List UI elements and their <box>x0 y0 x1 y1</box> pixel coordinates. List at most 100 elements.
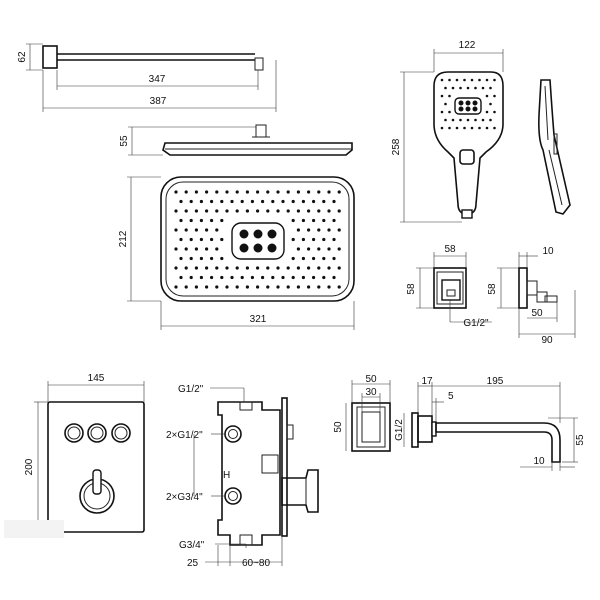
nozzle-dot <box>261 275 265 280</box>
hand-nozzle-dot <box>440 110 444 114</box>
hand-nozzle-dot <box>493 110 496 114</box>
nozzle-dot <box>220 237 224 242</box>
hand-nozzle-dot <box>463 78 466 82</box>
lower-threads-label: 2×G3/4" <box>166 492 203 503</box>
outlet-side-height-label: 58 <box>487 283 498 295</box>
nozzle-dot <box>194 266 198 270</box>
nozzle-dot <box>194 285 198 289</box>
hand-nozzle-dot <box>444 102 447 106</box>
nozzle-dot <box>317 190 321 194</box>
nozzle-dot <box>179 199 183 204</box>
hand-nozzle-dot <box>463 126 466 130</box>
nozzle-dot <box>174 190 178 194</box>
nozzle-dot <box>322 275 326 280</box>
hand-nozzle-dot <box>448 110 451 114</box>
plate-height-label: 200 <box>24 458 35 475</box>
nozzle-dot <box>235 190 239 194</box>
nozzle-dot <box>301 256 305 261</box>
nozzle-dot <box>174 247 178 251</box>
nozzle-dot <box>245 209 249 213</box>
hand-shower-front-view: 122 258 <box>391 40 504 223</box>
nozzle-dot <box>296 266 300 270</box>
hand-nozzle-dot <box>470 126 474 130</box>
shower-arm-view: 62 347 387 <box>17 43 277 112</box>
hand-nozzle-dot <box>440 78 444 82</box>
shower-head-side-view: 55 <box>119 124 353 156</box>
total-length-label: 387 <box>150 96 167 107</box>
nozzle-dot <box>205 247 209 251</box>
flange-outer-label: 50 <box>365 374 377 385</box>
nozzle-dot <box>332 256 336 261</box>
nozzle-dot <box>281 199 285 204</box>
nozzle-dot <box>194 247 198 251</box>
nozzle-dot <box>317 247 321 251</box>
nozzle-dot <box>332 218 336 223</box>
nozzle-dot <box>220 256 224 261</box>
nozzle-dot <box>189 199 193 204</box>
hand-nozzle-dot <box>485 126 489 130</box>
bottom-thread-label: G3/4" <box>179 540 205 551</box>
hand-nozzle-dot <box>455 78 459 82</box>
nozzle-dot <box>301 218 305 223</box>
nozzle-dot <box>312 237 316 242</box>
nozzle-dot <box>179 218 183 223</box>
nozzle-dot <box>307 266 311 270</box>
nozzle-dot <box>215 285 219 289</box>
center-nozzles <box>239 229 277 253</box>
head-depth-label: 212 <box>118 230 129 247</box>
nozzle-dot <box>312 218 316 223</box>
nozzle-dot <box>296 209 300 213</box>
nozzle-dot <box>210 237 214 242</box>
nozzle-dot <box>194 190 198 194</box>
hand-nozzle-dot <box>489 102 492 106</box>
hand-nozzle-dot <box>466 86 470 90</box>
nozzle-dot <box>296 285 300 289</box>
diverter-buttons <box>64 423 131 443</box>
nozzle-dot <box>261 199 265 204</box>
nozzle-dot <box>322 237 326 242</box>
nozzle-dot <box>199 199 203 204</box>
spout-side-view: 17 195 5 G1/2 55 10 <box>394 376 586 471</box>
nozzle-dot <box>215 209 219 213</box>
nozzle-dot <box>286 190 290 194</box>
nozzle-dot <box>286 266 290 270</box>
nozzle-dot <box>230 275 234 280</box>
nozzle-dot <box>194 209 198 213</box>
nozzle-dot <box>174 209 178 213</box>
nozzle-dot <box>184 266 188 270</box>
hand-nozzle-dot <box>474 86 477 90</box>
nozzle-dot <box>317 266 321 270</box>
nozzle-dot <box>184 190 188 194</box>
nozzle-dot <box>215 266 219 270</box>
nozzle-dot <box>256 190 260 194</box>
outlet-height-label: 58 <box>406 283 417 295</box>
nozzle-dot <box>256 285 260 289</box>
spout-height-label: 55 <box>575 434 586 446</box>
nozzle-dot <box>174 266 178 270</box>
nozzle-dot <box>322 199 326 204</box>
hand-nozzle-dot <box>485 94 489 98</box>
nozzle-dot <box>271 275 275 280</box>
arm-height-label: 62 <box>17 51 28 63</box>
nozzle-dot <box>240 199 244 204</box>
nozzle-dot <box>256 266 260 270</box>
hand-nozzle-dot <box>440 94 444 98</box>
outlet-side-depth-label: 10 <box>542 246 554 257</box>
nozzle-dot <box>194 228 198 232</box>
nozzle-dot <box>266 266 270 270</box>
nozzle-dot <box>205 266 209 270</box>
flange-depth-label: 17 <box>421 376 433 387</box>
nozzle-dot <box>301 275 305 280</box>
nozzle-dot <box>307 285 311 289</box>
nozzle-dot <box>215 228 219 232</box>
nozzle-dot <box>271 199 275 204</box>
hand-nozzle-dot <box>466 118 470 122</box>
hand-nozzle-dot <box>489 118 492 122</box>
nozzle-dot <box>184 285 188 289</box>
nozzle-dot <box>296 228 300 232</box>
nozzle-dot <box>291 218 295 223</box>
nozzle-dot <box>286 285 290 289</box>
gap-label: 5 <box>448 391 454 402</box>
hand-nozzle-dot <box>489 86 492 90</box>
nozzle-dot <box>205 228 209 232</box>
